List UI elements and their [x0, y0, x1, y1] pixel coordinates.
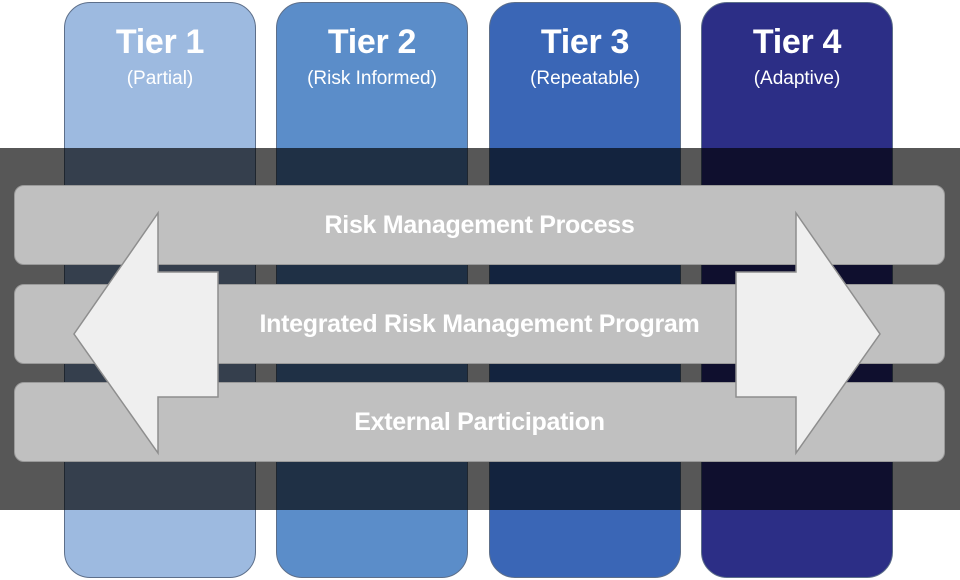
band-label-risk-management-process: Risk Management Process — [324, 211, 635, 239]
band-risk-management-process — [14, 185, 945, 265]
tier-3-subtitle: (Repeatable) — [530, 68, 640, 89]
tier-4-heading: Tier 4 (Adaptive) — [701, 22, 893, 92]
right-arrow-icon — [735, 210, 881, 456]
tier-4-subtitle: (Adaptive) — [753, 68, 841, 89]
tier-1-title: Tier 1 — [115, 23, 205, 61]
tier-3-title: Tier 3 — [540, 23, 630, 61]
tier-2-subtitle: (Risk Informed) — [307, 68, 437, 89]
tier-2-title: Tier 2 — [327, 23, 417, 61]
band-label-integrated-risk-management-program: Integrated Risk Management Program — [259, 310, 700, 338]
tier-2-heading: Tier 2 (Risk Informed) — [276, 22, 468, 92]
tier-3-heading: Tier 3 (Repeatable) — [489, 22, 681, 92]
left-arrow-icon — [73, 210, 219, 456]
tier-4-title: Tier 4 — [752, 23, 842, 61]
tier-1-subtitle: (Partial) — [126, 68, 194, 89]
tier-1-heading: Tier 1 (Partial) — [64, 22, 256, 92]
band-label-external-participation: External Participation — [354, 408, 605, 436]
